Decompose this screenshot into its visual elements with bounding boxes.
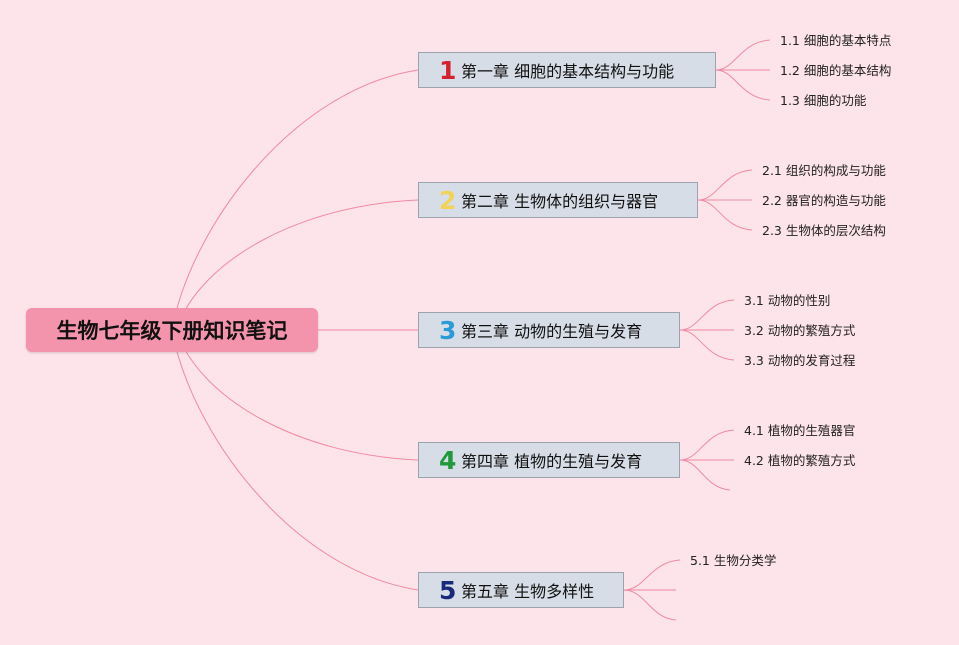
chapter-node-5[interactable]: 5 第五章 生物多样性: [418, 572, 624, 608]
chapter-title-5: 第五章 生物多样性: [461, 582, 595, 601]
topic-2-1[interactable]: 2.1 组织的构成与功能: [762, 163, 886, 178]
topic-4-1[interactable]: 4.1 植物的生殖器官: [744, 423, 856, 438]
link-root-ch2: [175, 199, 419, 331]
topic-5-1[interactable]: 5.1 生物分类学: [690, 553, 777, 568]
chapter-number-1: 1: [439, 55, 457, 85]
link-ch1-t3: [715, 69, 771, 101]
topic-3-3[interactable]: 3.3 动物的发育过程: [744, 353, 856, 368]
chapter-title-4: 第四章 植物的生殖与发育: [461, 452, 643, 471]
link-ch5-t3: [623, 589, 677, 621]
topic-1-1[interactable]: 1.1 细胞的基本特点: [780, 33, 892, 48]
topic-1-3[interactable]: 1.3 细胞的功能: [780, 93, 867, 108]
topic-3-1[interactable]: 3.1 动物的性别: [744, 293, 831, 308]
link-ch3-t1: [679, 299, 735, 331]
link-ch3-t3: [679, 329, 735, 361]
chapter-number-5: 5: [439, 575, 457, 605]
chapter-title-1: 第一章 细胞的基本结构与功能: [461, 62, 675, 81]
link-ch5-t1: [623, 559, 681, 591]
link-root-ch5: [171, 329, 419, 591]
topic-3-2[interactable]: 3.2 动物的繁殖方式: [744, 323, 856, 338]
link-root-ch4: [175, 329, 419, 461]
link-ch4-t3: [679, 459, 731, 491]
root-node[interactable]: 生物七年级下册知识笔记: [26, 308, 318, 352]
chapter-number-2: 2: [439, 185, 457, 215]
chapter-title-3: 第三章 动物的生殖与发育: [461, 322, 643, 341]
chapter-node-2[interactable]: 2 第二章 生物体的组织与器官: [418, 182, 698, 218]
chapter-node-1[interactable]: 1 第一章 细胞的基本结构与功能: [418, 52, 716, 88]
link-ch2-t1: [697, 169, 753, 201]
chapter-node-3[interactable]: 3 第三章 动物的生殖与发育: [418, 312, 680, 348]
chapter-node-4[interactable]: 4 第四章 植物的生殖与发育: [418, 442, 680, 478]
root-title: 生物七年级下册知识笔记: [56, 319, 288, 343]
topic-1-2[interactable]: 1.2 细胞的基本结构: [780, 63, 892, 78]
link-ch2-t3: [697, 199, 753, 231]
chapter-number-3: 3: [439, 315, 457, 345]
link-root-ch1: [171, 69, 419, 331]
topic-4-2[interactable]: 4.2 植物的繁殖方式: [744, 453, 856, 468]
topic-2-2[interactable]: 2.2 器官的构造与功能: [762, 193, 886, 208]
topic-2-3[interactable]: 2.3 生物体的层次结构: [762, 223, 886, 238]
link-ch4-t1: [679, 429, 735, 461]
link-ch1-t1: [715, 39, 771, 71]
chapter-title-2: 第二章 生物体的组织与器官: [461, 192, 659, 211]
chapter-number-4: 4: [439, 445, 457, 475]
